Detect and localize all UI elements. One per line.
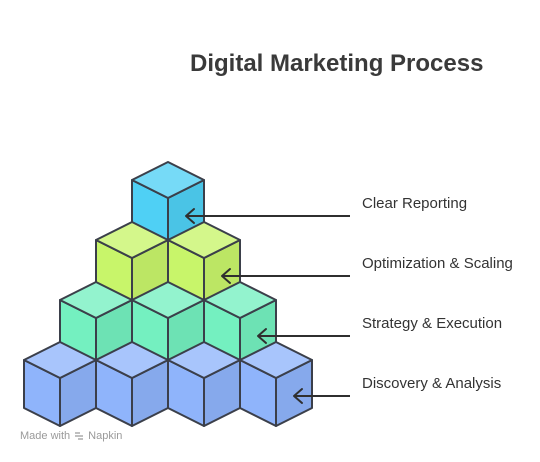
pointer-arrow (221, 268, 350, 284)
pointer-arrow (293, 388, 350, 404)
cube (167, 341, 241, 427)
cube (203, 281, 277, 367)
cube (59, 281, 133, 367)
footer: Made with Napkin (20, 430, 122, 442)
made-with-text: Made with (20, 430, 71, 442)
napkin-logo-icon (75, 432, 84, 440)
level-label-strategy-execution: Strategy & Execution (362, 315, 503, 332)
cube (239, 341, 313, 427)
pointer-arrow (257, 328, 350, 344)
level-label-optimization-scaling: Optimization & Scaling (362, 255, 513, 272)
pointer-arrow (185, 208, 350, 224)
page-title: Digital Marketing Process (190, 50, 484, 77)
level-label-clear-reporting: Clear Reporting (362, 195, 468, 212)
cube-top-face (167, 221, 241, 259)
cube (95, 341, 169, 427)
cube-top-face (239, 341, 313, 379)
cube (23, 341, 97, 427)
cube-top-face (203, 281, 277, 319)
cube-top-face (131, 161, 205, 199)
napkin-brand-text: Napkin (88, 430, 123, 442)
level-label-discovery-analysis: Discovery & Analysis (362, 375, 502, 392)
